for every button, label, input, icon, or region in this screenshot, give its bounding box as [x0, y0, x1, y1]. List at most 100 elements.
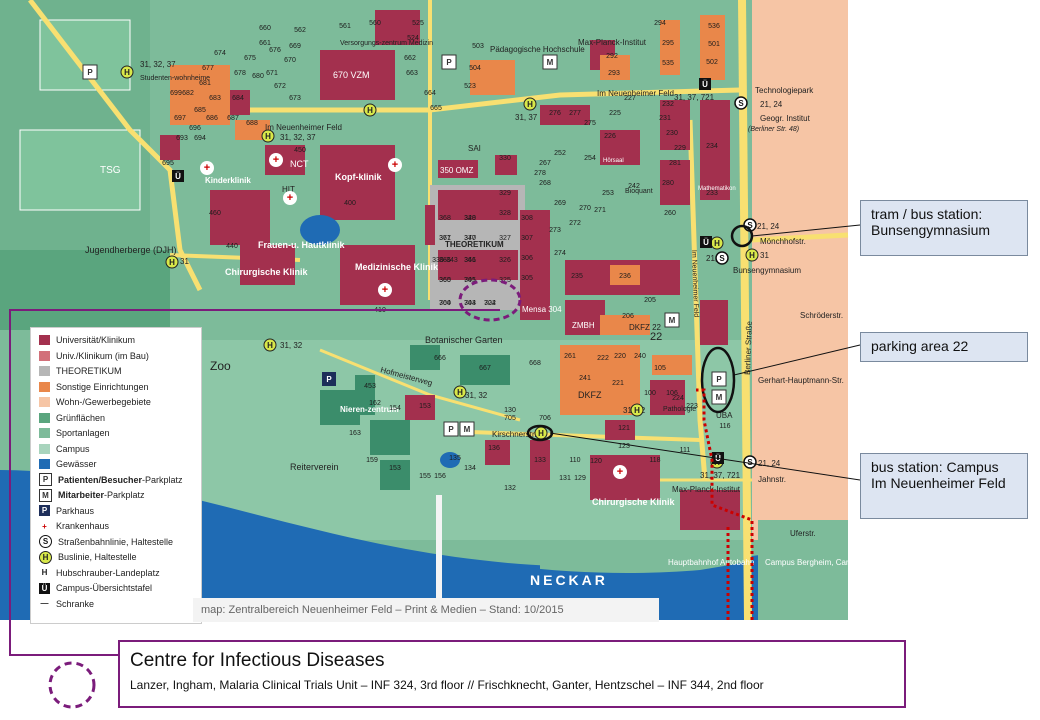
- walking-route: [696, 388, 754, 620]
- building-theoretikum-2: [438, 250, 518, 280]
- building-number: 700: [439, 300, 451, 307]
- building-number: 129: [574, 475, 586, 482]
- building-number: 683: [209, 95, 221, 102]
- building-number: 111: [680, 447, 691, 454]
- svg-text:P: P: [87, 68, 93, 77]
- building-number: 664: [424, 90, 436, 97]
- tram-stop-icon: S: [715, 251, 729, 265]
- building-number: 688: [246, 120, 258, 127]
- staff-parking-icon: M: [711, 389, 727, 405]
- building-number: 663: [406, 70, 418, 77]
- building-number: 268: [539, 180, 551, 187]
- building-number: 159: [366, 457, 378, 464]
- building-number: 231: [659, 115, 671, 122]
- callout-parking: parking area 22: [860, 332, 1028, 362]
- building-number: 153: [419, 403, 431, 410]
- label-pathologie: Pathologie: [663, 406, 696, 413]
- building-number: 685: [194, 107, 206, 114]
- building-number: 525: [412, 20, 424, 27]
- building-number: 560: [369, 20, 381, 27]
- bus-stop-icon: H: [363, 103, 377, 117]
- legend-label-bold: Patienten/Besucher: [58, 474, 143, 485]
- building-number: 348: [464, 215, 476, 222]
- bus-stop-icon: H: [710, 236, 724, 250]
- legend-label: Parkhaus: [56, 505, 95, 516]
- building-number: 661: [259, 40, 271, 47]
- staff-parking-icon: M: [459, 421, 475, 437]
- building-number: 163: [349, 430, 361, 437]
- building-number: 695: [162, 160, 174, 167]
- building-number: 275: [584, 120, 596, 127]
- building-130: [530, 440, 550, 480]
- green-south-east: [758, 520, 848, 620]
- building-number: 676: [269, 47, 281, 54]
- label-kopfklinik: Kopf-klinik: [335, 172, 382, 182]
- parking-icon: P: [82, 64, 98, 80]
- building-number: 295: [662, 40, 674, 47]
- building-number: 675: [244, 55, 256, 62]
- label-mathematikon: Mathematikon: [698, 186, 736, 192]
- bus-stop-icon: H: [453, 385, 467, 399]
- building-number: 232: [662, 101, 674, 108]
- building-number: 504: [469, 65, 481, 72]
- svg-text:S: S: [747, 221, 753, 230]
- building-number: 252: [554, 150, 566, 157]
- connector-parking: [733, 344, 861, 376]
- label-neckar: NECKAR: [530, 572, 608, 588]
- building-kopfklinik: [320, 145, 395, 220]
- building-number: 236: [619, 273, 631, 280]
- building-231: [660, 160, 690, 205]
- label-bus-10: 31, 32: [465, 391, 488, 400]
- building-number: 670: [284, 57, 296, 64]
- bus-stop-icon: H: [630, 403, 644, 417]
- building-number: 227: [624, 95, 636, 102]
- label-studentenwohnheime: Studenten-wohnheime: [140, 75, 210, 82]
- parking-icon: P: [711, 371, 727, 387]
- building-number: 400: [344, 200, 356, 207]
- building-number: 154: [389, 405, 401, 412]
- svg-text:P: P: [448, 425, 454, 434]
- label-inf-north: Im Neuenheimer Feld: [597, 89, 674, 98]
- building-number: 460: [209, 210, 221, 217]
- label-geogr-institut: Geogr. Institut: [760, 114, 811, 123]
- building-number: 130: [504, 407, 516, 414]
- building-number: 364: [439, 300, 451, 307]
- footer-subtitle: Lanzer, Ingham, Malaria Clinical Trials …: [130, 678, 764, 692]
- legend-swatch: [39, 366, 50, 376]
- label-hauptbahnhof: Hauptbahnhof Autobahn: [668, 558, 754, 567]
- building-number: 330: [499, 155, 511, 162]
- building-number: 253: [602, 190, 614, 197]
- campus-buildings: [320, 345, 510, 490]
- building-number: 272: [569, 220, 581, 227]
- building-vzm: [320, 50, 395, 100]
- building-number: 561: [339, 23, 351, 30]
- hospital-icon: +: [378, 283, 392, 297]
- label-bus-9: 31, 32: [280, 341, 303, 350]
- bus-stop-icon: H: [534, 426, 548, 440]
- legend-item: Sportanlagen: [39, 427, 110, 439]
- label-medizinische-klinik: Medizinische Klinik: [355, 262, 439, 272]
- svg-text:H: H: [527, 100, 533, 109]
- building-number: 308: [521, 215, 533, 222]
- info-board-icon: Ü: [700, 236, 712, 248]
- building-number: 536: [708, 23, 720, 30]
- svg-text:P: P: [716, 375, 722, 384]
- label-bus-3: 21, 24: [760, 100, 783, 109]
- tram-stop-icon: S: [734, 96, 748, 110]
- legend-label: Buslinie, Haltestelle: [58, 552, 137, 562]
- road-inf-north: [200, 87, 741, 113]
- legend-item: THEORETIKUM: [39, 365, 122, 377]
- label-vzm: 670 VZM: [333, 70, 370, 80]
- label-inf-vertical: Im Neuenheimer Feld: [690, 250, 699, 318]
- building-number: 535: [662, 60, 674, 67]
- staff-parking-icon: M: [664, 312, 680, 328]
- label-chirurgische-s: Chirurgische Klinik: [592, 497, 676, 507]
- building-162: [355, 375, 375, 415]
- building-number: 205: [644, 297, 656, 304]
- label-dkfz22: DKFZ 22: [629, 323, 662, 332]
- building-number: 706: [539, 415, 551, 422]
- svg-text:H: H: [124, 68, 130, 77]
- label-bus-6: 21, 24: [758, 459, 781, 468]
- svg-text:+: +: [273, 154, 279, 166]
